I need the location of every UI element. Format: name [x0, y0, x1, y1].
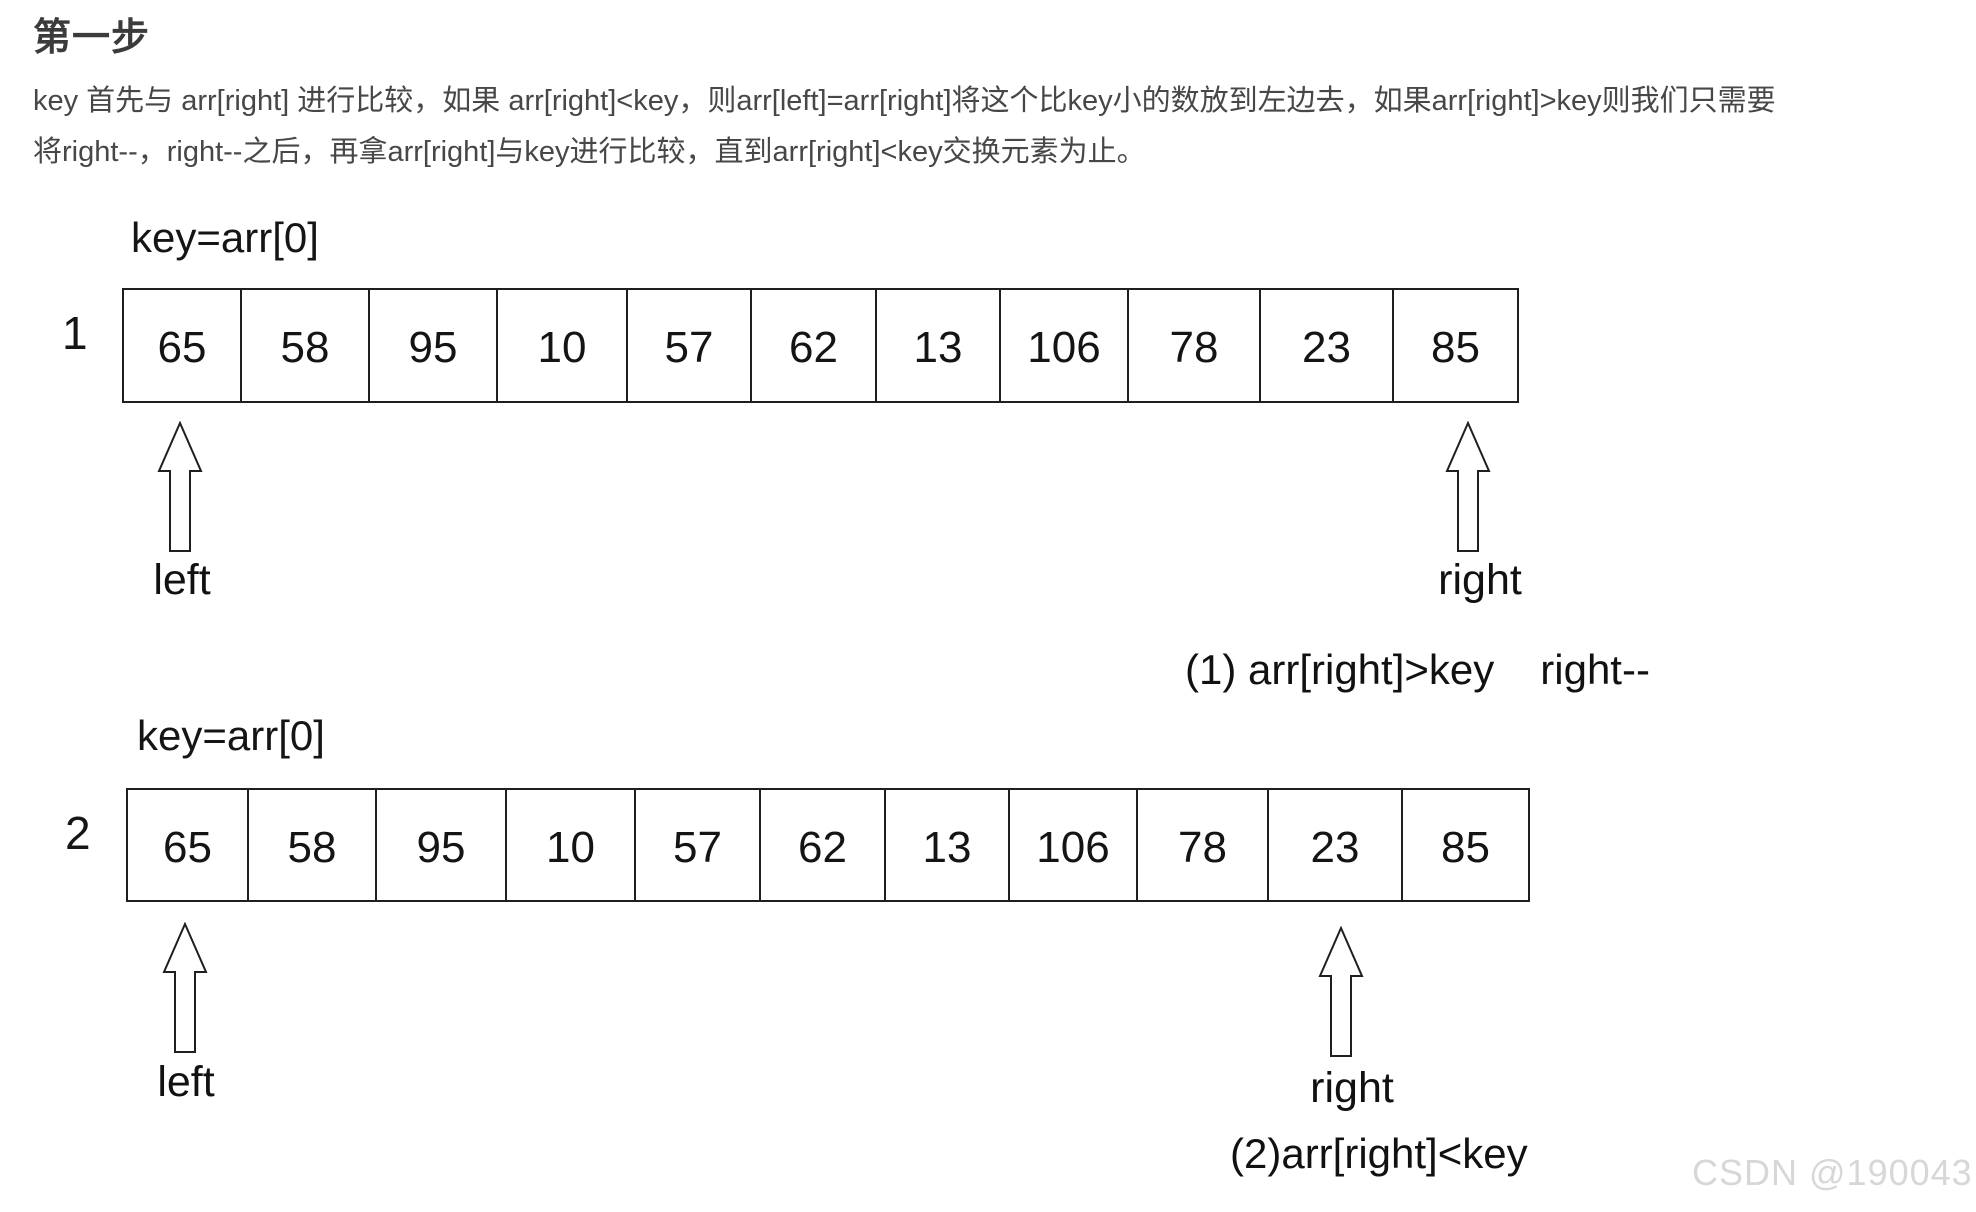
- array-cell: 23: [1261, 290, 1394, 401]
- left-pointer-up-arrow-icon: [162, 922, 208, 1053]
- array-cell: 58: [242, 290, 370, 401]
- section-heading: 第一步: [33, 17, 151, 59]
- paragraph-line-1: key 首先与 arr[right] 进行比较，如果 arr[right]<ke…: [33, 85, 1776, 117]
- array-cell: 85: [1441, 822, 1490, 872]
- figure-1-annotation: (1) arr[right]>key right--: [1185, 646, 1650, 694]
- array-cell: 23: [1269, 790, 1403, 900]
- body-paragraph: key 首先与 arr[right] 进行比较，如果 arr[right]<ke…: [33, 76, 1776, 178]
- left-pointer-label: left: [153, 556, 211, 604]
- key-label: key=arr[0]: [137, 712, 325, 759]
- array-cell: 95: [377, 790, 507, 900]
- array-row-2: 65 58 95 10 57 62 13 106 78 23 85: [126, 788, 1530, 902]
- array-cell: 13: [886, 790, 1010, 900]
- array-cell: 78: [1138, 790, 1269, 900]
- paragraph-line-2: 将right--，right--之后，再拿arr[right]与key进行比较，…: [33, 136, 1146, 168]
- array-cell: 85: [1431, 323, 1480, 372]
- array-cell: 65: [124, 290, 242, 401]
- left-pointer-up-arrow-icon: [157, 421, 203, 552]
- figure-2-annotation: (2)arr[right]<key: [1230, 1130, 1528, 1178]
- array-cell: 10: [507, 790, 636, 900]
- array-row-1: 65 58 95 10 57 62 13 106 78 23 85: [122, 288, 1519, 403]
- array-cell: 62: [752, 290, 877, 401]
- array-cell: 57: [636, 790, 761, 900]
- left-pointer-label: left: [157, 1058, 215, 1106]
- array-cell: 57: [628, 290, 752, 401]
- array-cell: 10: [498, 290, 628, 401]
- array-cell: 62: [761, 790, 886, 900]
- array-cell: 13: [877, 290, 1001, 401]
- row-number: 1: [62, 307, 88, 359]
- right-pointer-label: right: [1310, 1064, 1394, 1112]
- array-cell: 78: [1129, 290, 1261, 401]
- row-number: 2: [65, 807, 91, 859]
- array-cell: 106: [1010, 790, 1138, 900]
- array-cell: 65: [128, 790, 249, 900]
- csdn-watermark: CSDN @190043: [1692, 1152, 1973, 1193]
- array-cell: 106: [1001, 290, 1129, 401]
- right-pointer-label: right: [1438, 556, 1522, 604]
- annotation-action: right--: [1540, 646, 1650, 693]
- annotation-condition: (2)arr[right]<key: [1230, 1130, 1528, 1177]
- array-cell: 95: [370, 290, 498, 401]
- right-pointer-up-arrow-icon: [1318, 926, 1364, 1057]
- annotation-condition: (1) arr[right]>key: [1185, 646, 1495, 693]
- right-pointer-up-arrow-icon: [1445, 421, 1491, 552]
- array-cell: 58: [249, 790, 377, 900]
- key-label: key=arr[0]: [131, 214, 319, 261]
